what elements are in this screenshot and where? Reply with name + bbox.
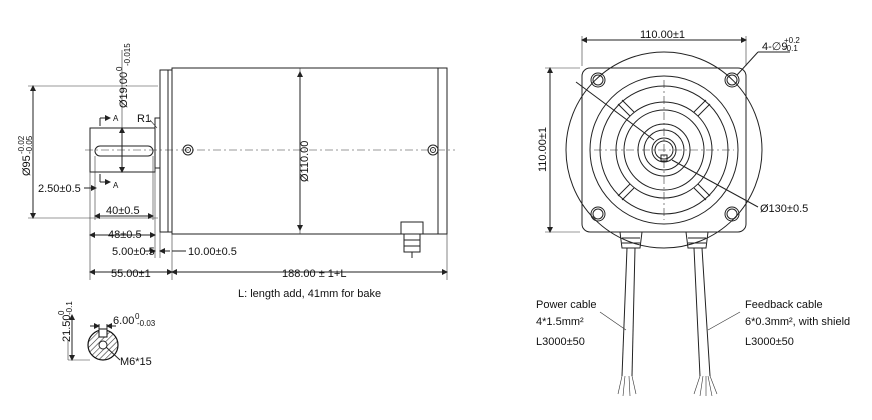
svg-text:Power cable: Power cable	[536, 299, 597, 311]
body-length-label: 188.00 ± 1+L	[282, 268, 346, 280]
side-connector	[400, 221, 424, 258]
svg-text:0: 0	[115, 66, 124, 71]
svg-text:4*1.5mm²: 4*1.5mm²	[536, 316, 584, 328]
section-marker-top: A	[113, 114, 119, 123]
svg-text:L3000±50: L3000±50	[536, 336, 585, 348]
svg-text:-0.02: -0.02	[17, 135, 26, 154]
svg-text:0: 0	[57, 310, 66, 315]
pilot	[154, 117, 161, 169]
shaft-diameter-label: Ø19.00 0 -0.015	[115, 43, 132, 108]
svg-text:Ø95: Ø95	[21, 155, 33, 176]
svg-text:6.00: 6.00	[113, 315, 134, 327]
key-offset-label: 2.50±0.5	[38, 183, 81, 195]
flange-outline	[565, 51, 763, 249]
front-view: 4-∅9 +0.2 -0.1 Ø130±0.5 110.00±1 110.00±…	[537, 29, 808, 397]
section-marker-bottom: A	[113, 181, 119, 190]
shaft-length-label: 48±0.5	[108, 229, 142, 241]
screw-right	[427, 144, 439, 156]
feedback-cable	[693, 247, 718, 397]
svg-text:4-∅9: 4-∅9	[762, 41, 787, 53]
side-view: A A R1 Ø19.00 0 -0.015 Ø95 -0.02 -0.05 Ø…	[17, 43, 455, 300]
radius-label: R1	[137, 113, 151, 125]
power-cable-gland	[619, 231, 643, 249]
mounting-holes	[590, 72, 740, 222]
power-cable	[617, 247, 637, 397]
key-depth-label: 21.50 0 -0.1	[57, 301, 74, 342]
svg-text:110.00±1: 110.00±1	[537, 127, 549, 172]
svg-text:-0.1: -0.1	[65, 301, 74, 315]
flange-width-label: 110.00±1	[640, 29, 685, 41]
svg-text:6*0.3mm², with shield: 6*0.3mm², with shield	[745, 316, 850, 328]
svg-text:-0.015: -0.015	[123, 43, 132, 66]
section-view: 21.50 0 -0.1 6.00 0 -0.03 M6*15	[57, 301, 156, 368]
body-diameter-label: Ø110.00	[299, 141, 311, 182]
power-cable-note: Power cable 4*1.5mm² L3000±50	[536, 299, 597, 348]
svg-text:-0.05: -0.05	[25, 135, 34, 154]
screw-left	[182, 144, 194, 156]
svg-text:21.50: 21.50	[61, 314, 73, 342]
svg-text:0: 0	[135, 312, 140, 321]
flange-height-label: 110.00±1	[537, 127, 549, 172]
svg-text:L3000±50: L3000±50	[745, 336, 794, 348]
svg-text:-0.1: -0.1	[784, 44, 798, 53]
flange	[159, 69, 173, 233]
feedback-cable-gland	[685, 231, 709, 249]
keyway	[94, 145, 154, 157]
hole-label: 4-∅9 +0.2 -0.1	[762, 36, 800, 53]
square-flange	[581, 67, 747, 233]
feedback-cable-note: Feedback cable 6*0.3mm², with shield L30…	[745, 299, 850, 348]
svg-text:Ø110.00: Ø110.00	[299, 141, 311, 182]
svg-text:-0.03: -0.03	[137, 319, 156, 328]
pilot-length-label: 5.00±0.5	[112, 246, 155, 258]
thread-label: M6*15	[120, 356, 152, 368]
bolt-circle-label: Ø130±0.5	[760, 203, 808, 215]
key-length-label: 40±0.5	[106, 205, 140, 217]
pilot-diameter-label: Ø95 -0.02 -0.05	[17, 135, 34, 176]
flange-thickness-label: 10.00±0.5	[188, 246, 237, 258]
key-width-label: 6.00 0 -0.03	[113, 312, 156, 328]
front-length-label: 55.00±1	[111, 268, 151, 280]
length-note: L: length add, 41mm for bake	[238, 288, 381, 300]
svg-text:Feedback cable: Feedback cable	[745, 299, 823, 311]
svg-text:+0.2: +0.2	[784, 36, 800, 45]
svg-text:Ø19.00: Ø19.00	[118, 72, 130, 108]
